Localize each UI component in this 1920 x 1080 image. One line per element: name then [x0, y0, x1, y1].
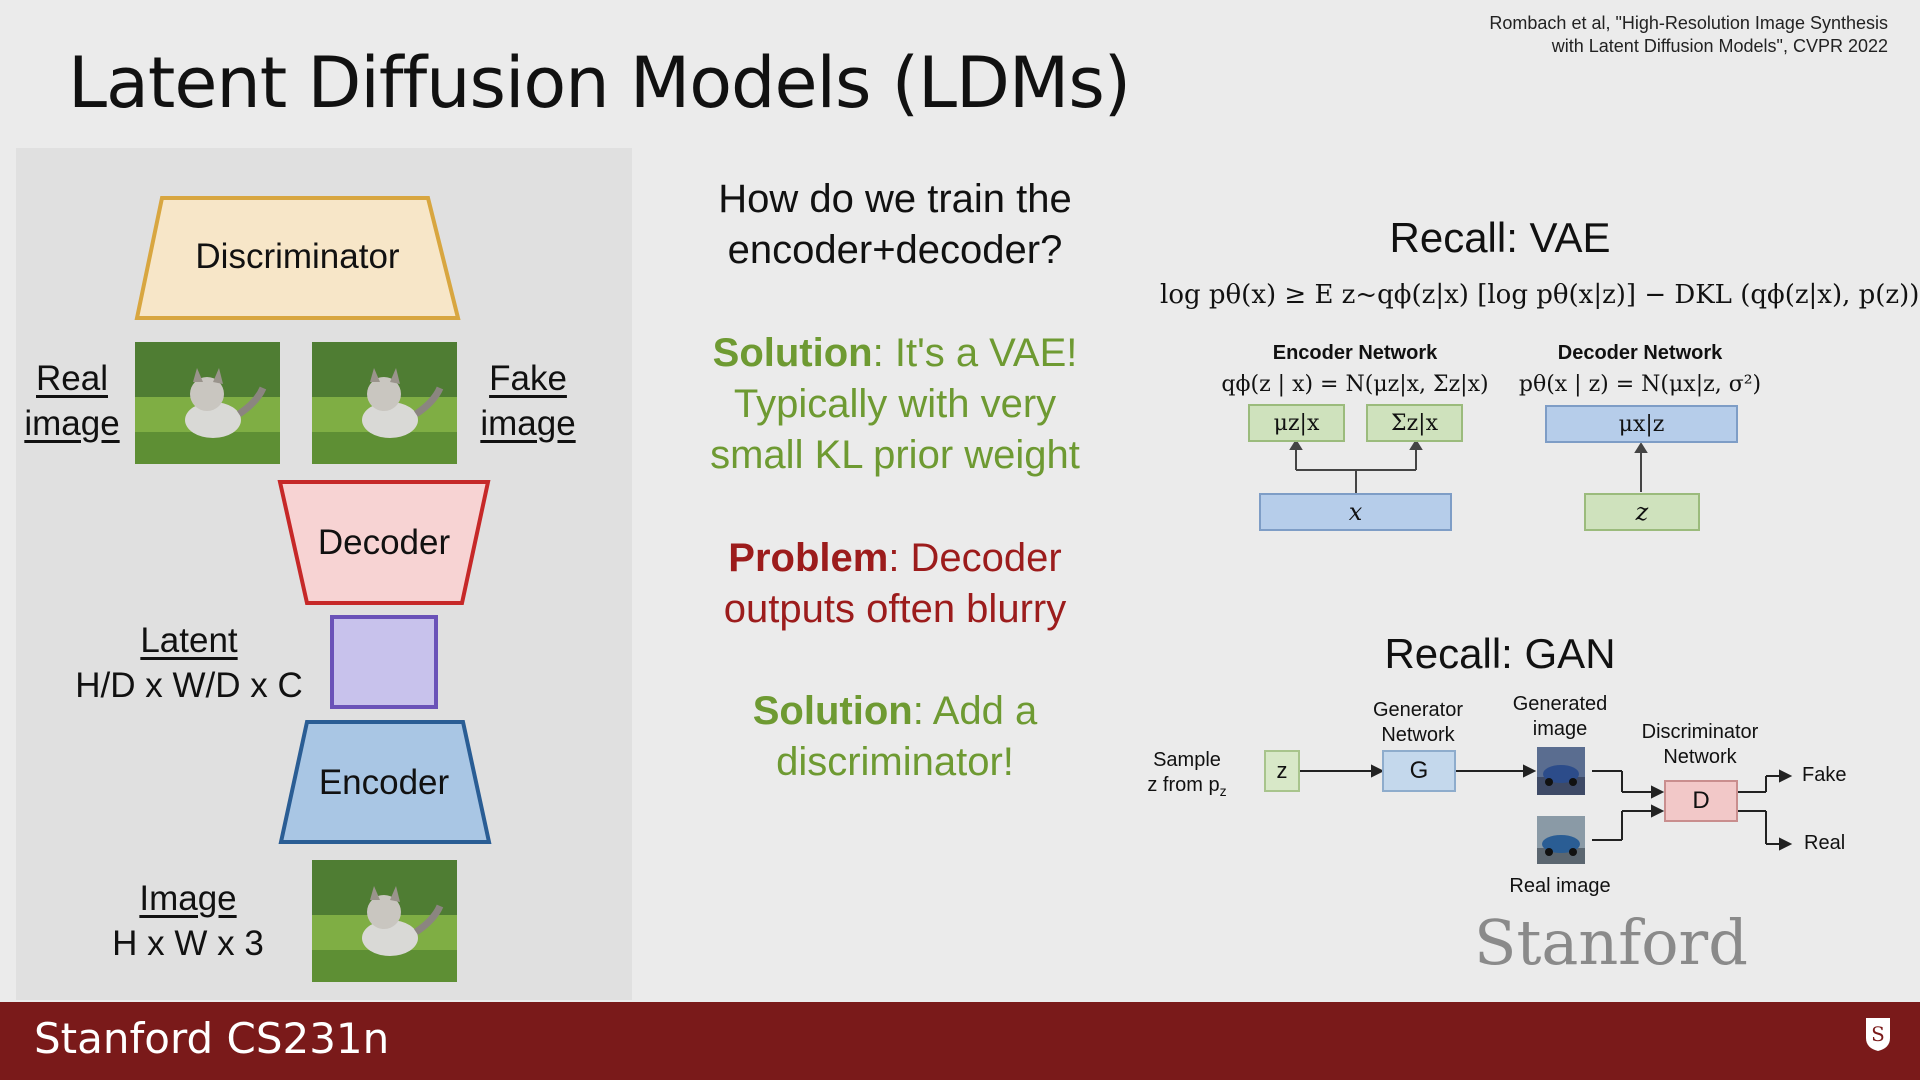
slide-title: Latent Diffusion Models (LDMs): [68, 42, 1131, 124]
citation-line-2: with Latent Diffusion Models", CVPR 2022: [1551, 36, 1888, 56]
vae-heading: Recall: VAE: [1389, 214, 1611, 261]
generator-line-2: Network: [1381, 724, 1455, 746]
generator-g-box: G: [1382, 750, 1456, 792]
discriminator-d-box: D: [1664, 780, 1738, 822]
encoder-shape: [278, 720, 492, 844]
solution-vae-line2: Typically with very: [733, 382, 1057, 426]
problem-line2: outputs often blurry: [723, 587, 1067, 631]
fake-image-label-line1: Fake: [489, 359, 567, 398]
real-image-label: Real image: [10, 356, 134, 446]
decoder-network-title: Decoder Network: [1557, 342, 1723, 364]
course-title: Stanford CS231n: [34, 1014, 390, 1063]
gan-heading: Recall: GAN: [1384, 630, 1616, 677]
citation-line-1: Rombach et al, "High-Resolution Image Sy…: [1489, 13, 1888, 33]
generated-image-label: Generated image: [1490, 692, 1630, 742]
generator-network-label: Generator Network: [1350, 698, 1486, 748]
solution-keyword: Solution: [712, 331, 873, 375]
decoder-shape: [277, 480, 491, 605]
gan-z-box: z: [1264, 750, 1300, 792]
sample-z-label: Sample z from pz: [1136, 748, 1238, 804]
encoder-formula: qϕ(z | x) = N(μz|x, Σz|x): [1221, 372, 1489, 397]
real-output-label: Real: [1804, 832, 1846, 854]
image-shape-text: H x W x 3: [112, 924, 264, 963]
real-image-label-line2: image: [24, 404, 120, 443]
fake-image-thumbnail: [312, 342, 457, 464]
solution-vae-line3: small KL prior weight: [710, 433, 1080, 477]
decoder-label: Decoder: [317, 523, 451, 562]
stanford-watermark: Stanford: [1474, 906, 1748, 979]
real-car-image: [1537, 816, 1585, 864]
mu-z-given-x-box: μz|x: [1248, 404, 1345, 442]
real-image-label-line1: Real: [36, 359, 108, 398]
latent-title: Latent: [140, 621, 238, 660]
citation: Rombach et al, "High-Resolution Image Sy…: [1489, 12, 1888, 58]
svg-text:S: S: [1871, 1022, 1885, 1046]
solution-vae: Solution: It's a VAE! Typically with ver…: [660, 328, 1130, 481]
mu-x-given-z-box: μx|z: [1545, 405, 1738, 443]
discriminator-network-label: Discriminator Network: [1620, 720, 1780, 770]
image-title: Image: [139, 879, 237, 918]
fake-output-label: Fake: [1802, 764, 1847, 786]
discriminator-shape: [134, 196, 461, 320]
encoder-network-title: Encoder Network: [1272, 342, 1438, 364]
solution2-text: : Add a: [912, 689, 1038, 733]
real-image-thumbnail: [135, 342, 280, 464]
stanford-logo-icon: S: [1864, 1016, 1892, 1052]
discriminator-label: Discriminator: [195, 237, 400, 276]
solution2-keyword: Solution: [752, 689, 913, 733]
problem-statement: Problem: Decoder outputs often blurry: [660, 533, 1130, 635]
generated-car-image: [1537, 747, 1585, 795]
training-question: How do we train the encoder+decoder?: [660, 174, 1130, 276]
problem-keyword: Problem: [728, 536, 889, 580]
solution-vae-text: : It's a VAE!: [872, 331, 1078, 375]
elbo-formula: log pθ(x) ≥ E z~qϕ(z|x) [log pθ(x|z)] − …: [1160, 280, 1920, 310]
discriminator-line-2: Network: [1663, 746, 1737, 768]
sample-subscript: z: [1219, 783, 1227, 799]
latent-shape-text: H/D x W/D x C: [75, 666, 303, 705]
fake-image-label-line2: image: [480, 404, 576, 443]
sample-line-1: Sample: [1153, 749, 1221, 771]
solution2-line2: discriminator!: [776, 740, 1014, 784]
latent-label: Latent H/D x W/D x C: [56, 618, 322, 708]
generator-line-1: Generator: [1372, 699, 1464, 721]
decoder-formula: pθ(x | z) = N(μx|z, σ²): [1518, 372, 1762, 397]
image-label: Image H x W x 3: [88, 876, 288, 966]
problem-text: : Decoder: [888, 536, 1062, 580]
real-image-caption: Real image: [1509, 875, 1611, 897]
fake-image-label: Fake image: [466, 356, 590, 446]
generated-line-2: image: [1532, 718, 1588, 740]
discriminator-line-1: Discriminator: [1641, 721, 1759, 743]
vae-x-input-box: x: [1259, 493, 1452, 531]
input-image-thumbnail: [312, 860, 457, 982]
generated-line-1: Generated: [1512, 693, 1608, 715]
vae-z-input-box: z: [1584, 493, 1700, 531]
solution-discriminator: Solution: Add a discriminator!: [660, 686, 1130, 788]
question-line-1: How do we train the: [718, 177, 1072, 221]
footer-bar: [0, 1002, 1920, 1080]
sigma-z-given-x-box: Σz|x: [1366, 404, 1463, 442]
sample-line-2: z from p: [1147, 774, 1220, 796]
latent-shape: [330, 615, 438, 709]
question-line-2: encoder+decoder?: [727, 228, 1063, 272]
encoder-label: Encoder: [318, 763, 450, 802]
